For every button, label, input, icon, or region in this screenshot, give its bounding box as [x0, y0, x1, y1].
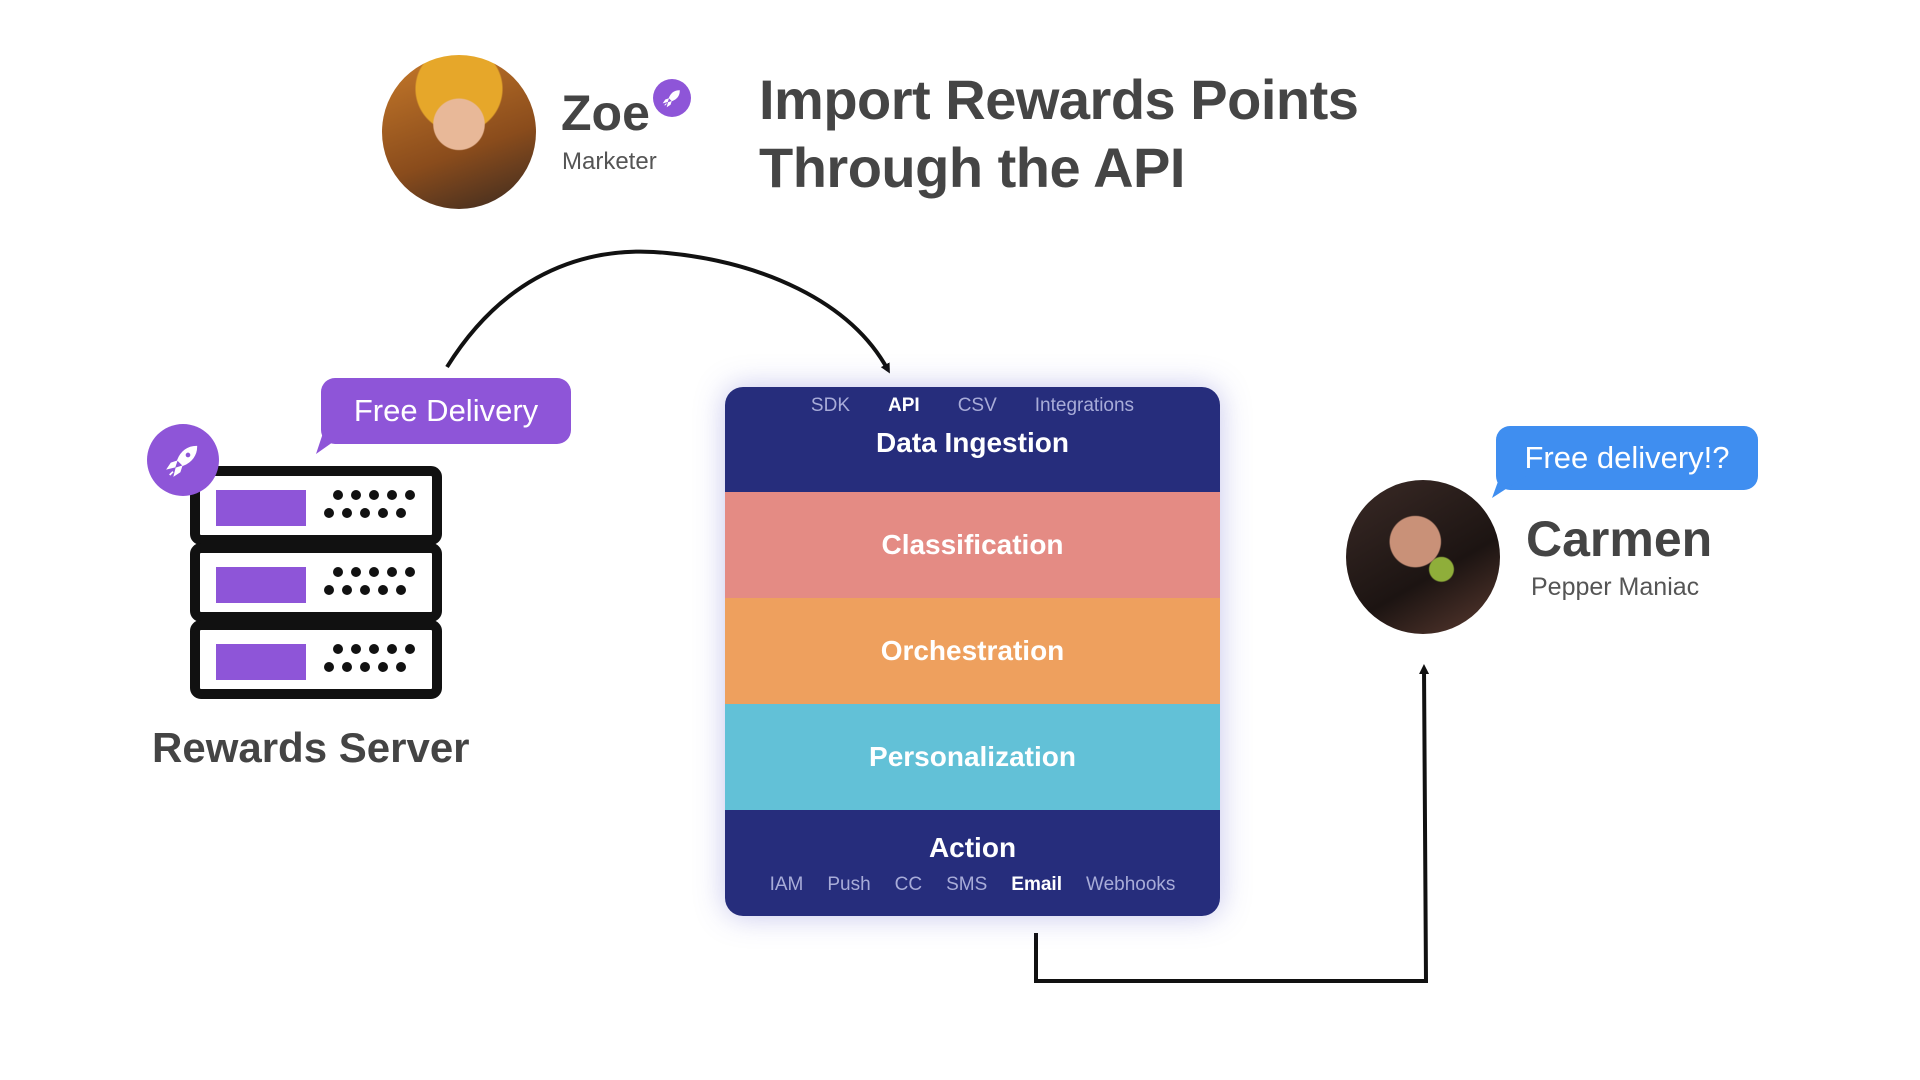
bubble-tail	[1492, 476, 1526, 498]
persona-role: Marketer	[562, 148, 657, 175]
page-title: Import Rewards Points Through the API	[759, 66, 1359, 202]
source-csv[interactable]: CSV	[957, 395, 997, 416]
rocket-badge	[147, 424, 219, 496]
rocket-icon	[166, 445, 198, 477]
bubble-tail	[316, 430, 350, 454]
layer-label: Data Ingestion	[876, 427, 1069, 458]
bubble-text: Free delivery!?	[1524, 440, 1730, 475]
source-api[interactable]: API	[888, 395, 920, 416]
channel-email[interactable]: Email	[1011, 874, 1062, 895]
channel-push[interactable]: Push	[827, 874, 871, 895]
customer-role: Pepper Maniac	[1531, 573, 1700, 601]
customer-bubble: Free delivery!?	[1496, 426, 1758, 490]
rewards-server-label: Rewards Server	[152, 724, 470, 771]
customer-name: Carmen	[1526, 511, 1713, 567]
carmen-avatar	[1346, 480, 1500, 634]
bubble-text: Free Delivery	[353, 393, 539, 428]
title-line-2: Through the API	[759, 136, 1185, 199]
ingestion-sources: SDK API CSV Integrations	[725, 395, 1220, 417]
title-line-1: Import Rewards Points	[759, 68, 1359, 131]
layer-data-ingestion: SDK API CSV Integrations Data Ingestion	[725, 387, 1220, 492]
rocket-badge	[653, 79, 691, 117]
free-delivery-bubble: Free Delivery	[321, 378, 571, 444]
layer-label: Action	[928, 832, 1017, 863]
layer-action: Action IAM Push CC SMS Email Webhooks	[725, 810, 1220, 916]
zoe-avatar	[382, 55, 536, 209]
channel-cc[interactable]: CC	[894, 874, 923, 895]
layer-orchestration: Orchestration	[725, 598, 1220, 704]
rocket-icon	[662, 90, 680, 108]
platform-stack: SDK API CSV Integrations Data Ingestion …	[725, 387, 1220, 916]
channel-sms[interactable]: SMS	[946, 874, 988, 895]
source-integrations[interactable]: Integrations	[1034, 395, 1135, 416]
server-icon	[190, 466, 442, 699]
layer-classification: Classification	[725, 492, 1220, 598]
channel-webhooks[interactable]: Webhooks	[1086, 874, 1176, 895]
source-sdk[interactable]: SDK	[810, 395, 850, 416]
action-channels: IAM Push CC SMS Email Webhooks	[725, 874, 1220, 896]
arrow-email-to-customer	[1034, 664, 1430, 983]
channel-iam[interactable]: IAM	[769, 874, 804, 895]
persona-name: Zoe	[561, 85, 650, 141]
arrow-server-to-api	[445, 249, 890, 374]
layer-personalization: Personalization	[725, 704, 1220, 810]
